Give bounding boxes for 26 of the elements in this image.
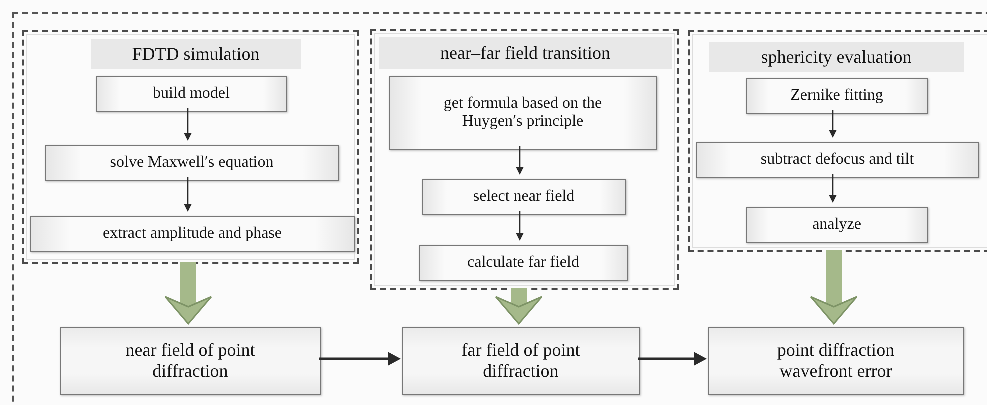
group-heading: sphericity evaluation: [709, 42, 964, 72]
result-box: far field of point diffraction: [402, 327, 640, 395]
arrow: [829, 110, 837, 138]
arrow: [829, 174, 837, 203]
process-box: solve Maxwell′s equation: [45, 145, 339, 181]
arrow: [184, 177, 192, 212]
process-box: Zernike fitting: [746, 78, 928, 114]
process-box: select near field: [422, 179, 626, 215]
arrow: [638, 352, 707, 366]
dashed-group: [688, 30, 987, 252]
arrow: [516, 146, 524, 175]
process-box: analyze: [746, 207, 928, 243]
group-heading: near–far field transition: [379, 37, 672, 69]
process-box: subtract defocus and tilt: [696, 142, 979, 178]
process-box: get formula based on the Huygen′s principle: [389, 76, 657, 150]
arrow: [184, 108, 192, 141]
dashed-group: [370, 29, 679, 290]
process-box: calculate far field: [419, 245, 628, 281]
process-box: extract amplitude and phase: [30, 216, 355, 252]
result-box: near field of point diffraction: [60, 327, 321, 395]
group-heading: FDTD simulation: [91, 39, 301, 69]
arrow: [319, 352, 401, 366]
process-box: build model: [96, 76, 287, 112]
result-box: point diffraction wavefront error: [708, 327, 964, 395]
arrow: [516, 211, 524, 241]
dashed-group: [22, 30, 359, 264]
